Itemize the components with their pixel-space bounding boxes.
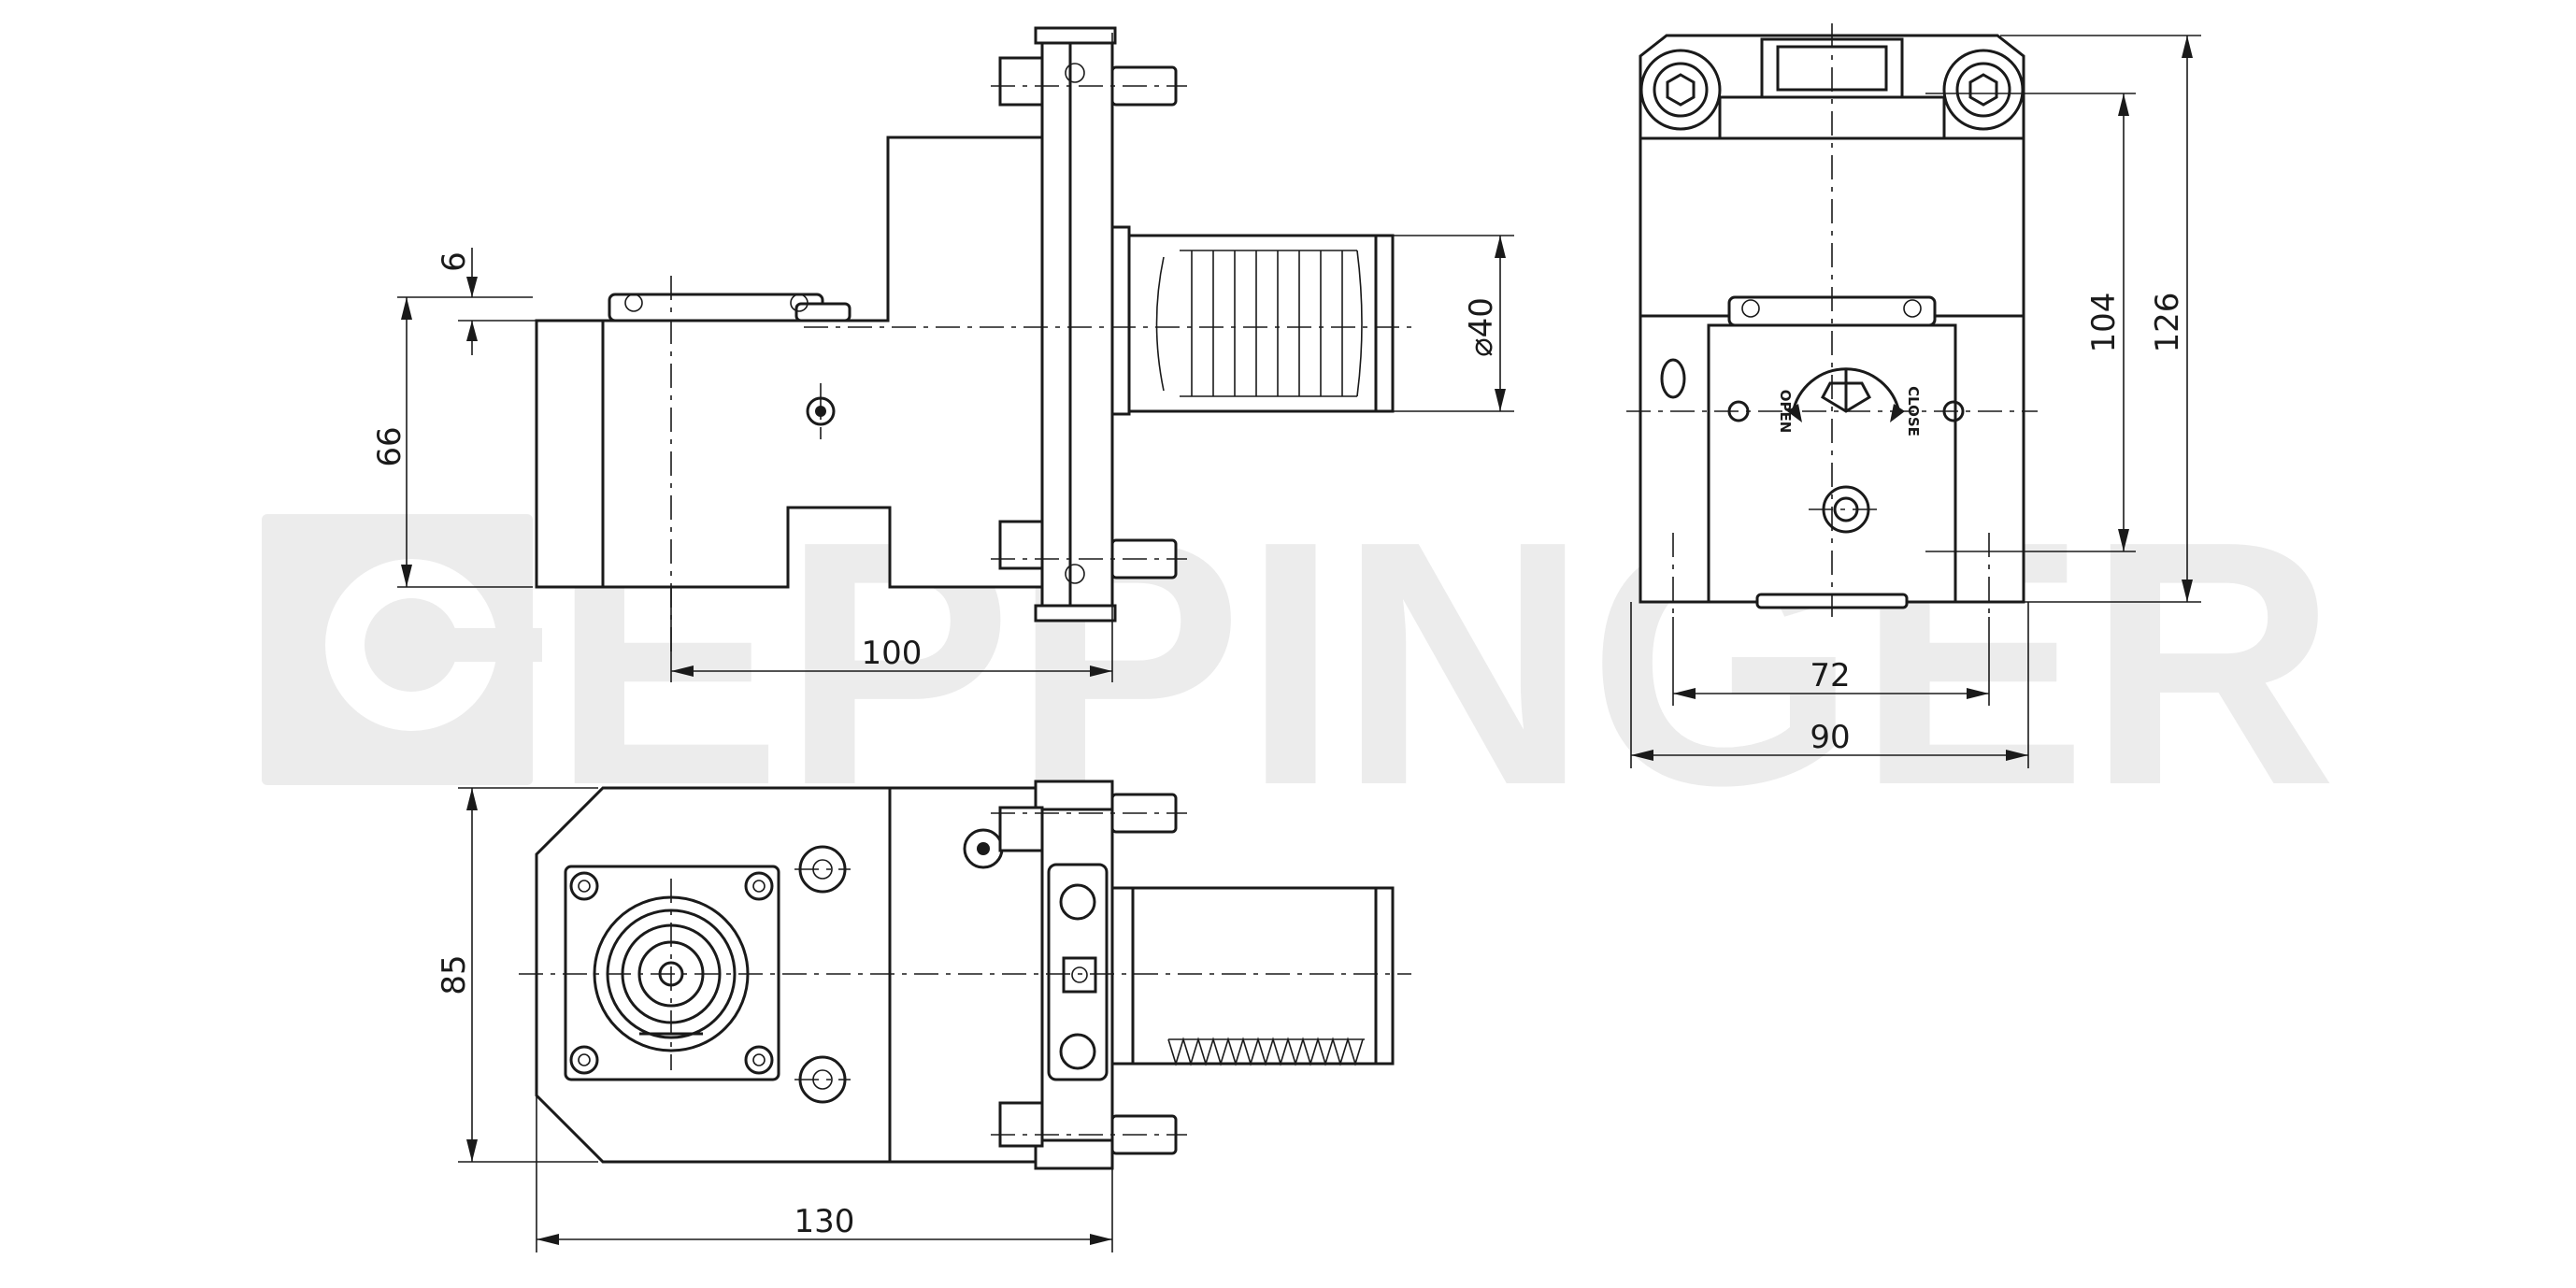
- side-pad-screw-right: [790, 293, 809, 312]
- side-shank: [1127, 234, 1395, 413]
- dim-85-label: 85: [436, 954, 473, 995]
- side-flange-cap-top: [1034, 26, 1117, 45]
- front-view: OPEN CLOSE 104: [1626, 23, 2201, 768]
- side-lube-fitting-core: [815, 406, 826, 417]
- front-pad-screw-right: [1903, 299, 1922, 318]
- side-flange-screw-bottom: [1065, 564, 1085, 584]
- top-flange-screw-lower: [1059, 1033, 1096, 1070]
- dim-66: 66: [371, 296, 533, 588]
- side-view: 66 6 100 ⌀40: [371, 26, 1514, 682]
- side-dowel-top-left: [998, 56, 1044, 107]
- side-flange-plate: [1040, 37, 1114, 611]
- side-shank-end: [1374, 234, 1395, 413]
- dim-6-label: 6: [436, 251, 473, 272]
- dim-130-label: 130: [794, 1203, 855, 1240]
- dim-100-label: 100: [862, 635, 923, 672]
- top-view: 85 130: [436, 780, 1411, 1252]
- dim-126-label: 126: [2149, 293, 2186, 353]
- side-flange-cap-bottom: [1034, 604, 1117, 623]
- top-shank-serrations: [1167, 1037, 1365, 1066]
- dim-66-label: 66: [371, 426, 408, 466]
- side-top-pad-small: [794, 302, 852, 322]
- dim-6: 6: [436, 248, 537, 355]
- dim-104: 104: [1925, 93, 2136, 552]
- side-shank-collar: [1110, 225, 1131, 416]
- top-flange-cap-top: [1034, 780, 1114, 811]
- top-coolant-block-hole: [1071, 966, 1088, 983]
- dim-85: 85: [436, 787, 598, 1163]
- front-foot-right: [1953, 547, 2025, 604]
- dim-diameter-40-label: ⌀40: [1463, 297, 1500, 357]
- front-pad-screw-left: [1741, 299, 1760, 318]
- side-dowel-bottom-left: [998, 520, 1044, 570]
- top-coolant-block: [1062, 956, 1097, 994]
- front-screw-left: [1639, 49, 1722, 131]
- top-flange-screws: [569, 871, 774, 1075]
- dim-90-label: 90: [1810, 719, 1850, 756]
- dim-diameter-40: ⌀40: [1393, 235, 1514, 412]
- front-foot-left: [1639, 547, 1710, 604]
- front-screw-right: [1942, 49, 2025, 131]
- top-flange-recess: [1047, 863, 1109, 1081]
- side-pad-screw-left: [624, 293, 643, 312]
- side-flange-screw-top: [1065, 63, 1085, 83]
- dim-104-label: 104: [2085, 293, 2123, 353]
- top-flange-cap-bottom: [1034, 1138, 1114, 1170]
- top-shank: [1110, 886, 1395, 1066]
- dim-72: 72: [1672, 617, 1990, 706]
- top-dowel-bottom-left: [998, 1101, 1044, 1148]
- side-housing: [535, 136, 1044, 589]
- top-flange-block: [1040, 802, 1114, 1148]
- dim-90: 90: [1630, 602, 2029, 768]
- dim-126: 126: [2000, 35, 2201, 603]
- front-coolant-switch: OPEN CLOSE: [1727, 367, 1965, 436]
- dim-72-label: 72: [1810, 657, 1850, 694]
- top-flange-screw-upper: [1059, 883, 1096, 921]
- front-label-open: OPEN: [1777, 390, 1794, 434]
- dim-100: 100: [670, 587, 1113, 682]
- side-shank-serrations: [1155, 250, 1363, 397]
- top-dowel-top-left: [998, 806, 1044, 852]
- dim-130: 130: [536, 1095, 1113, 1252]
- front-side-plug: [1660, 358, 1686, 399]
- eppinger-logo-mark: [262, 514, 542, 785]
- top-lube-fitting-core: [977, 842, 990, 855]
